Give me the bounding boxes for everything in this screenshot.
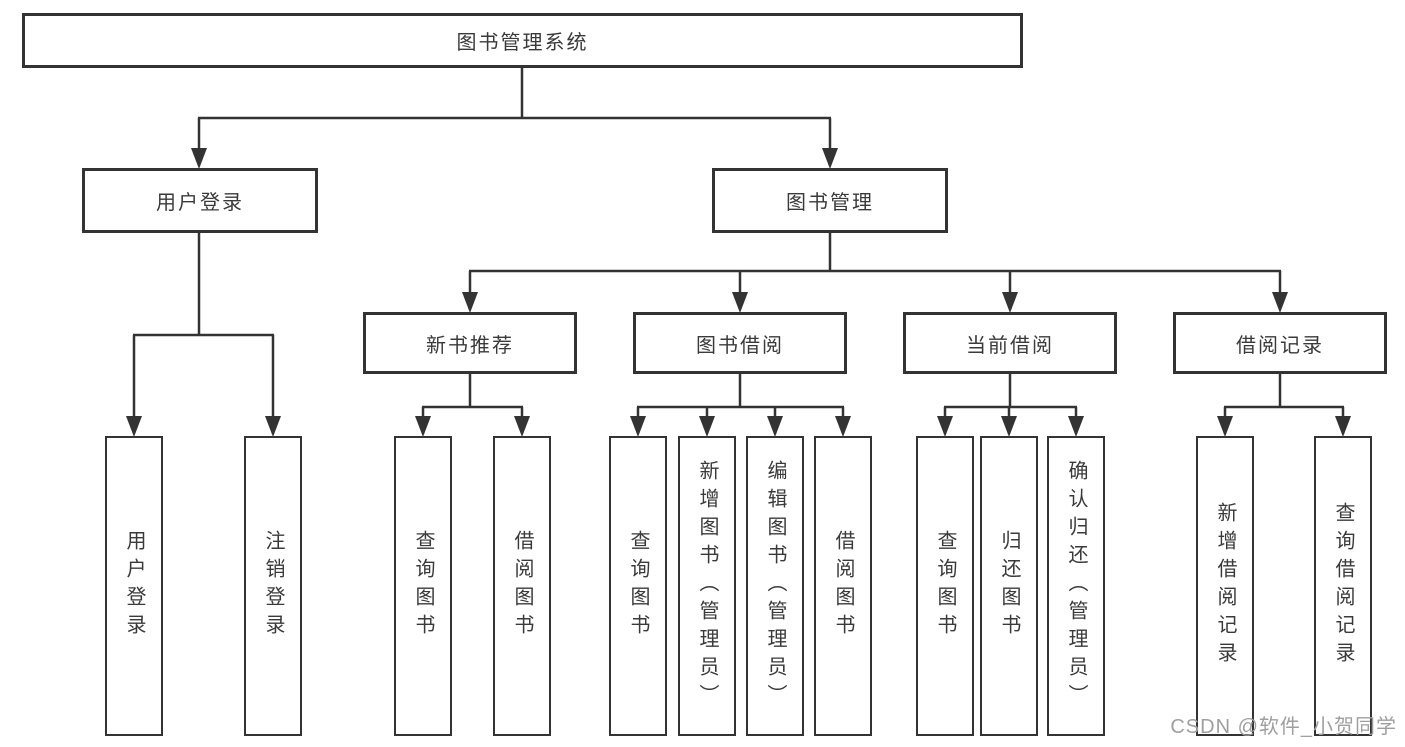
leaf-add-book-admin: 新增图书（管理员）: [678, 436, 736, 736]
leaf-add-borrow-record: 新增借阅记录: [1196, 436, 1254, 736]
leaf-label: 编辑图书（管理员）: [764, 460, 786, 712]
leaf-label: 用户登录: [123, 530, 145, 642]
node-library-management-system: 图书管理系统: [22, 13, 1023, 68]
csdn-watermark: CSDN @软件_小贺同学: [1170, 716, 1397, 738]
node-user-login: 用户登录: [82, 168, 318, 233]
leaf-label: 查询图书: [934, 530, 956, 642]
leaf-label: 新增借阅记录: [1214, 502, 1236, 670]
node-book-borrowing: 图书借阅: [633, 312, 847, 374]
leaf-return-books: 归还图书: [980, 436, 1038, 736]
leaf-label: 借阅图书: [832, 530, 854, 642]
node-book-management: 图书管理: [712, 168, 948, 233]
leaf-user-login: 用户登录: [105, 436, 163, 736]
leaf-label: 注销登录: [262, 530, 284, 642]
node-borrowing-records: 借阅记录: [1173, 312, 1387, 374]
leaf-label: 借阅图书: [511, 530, 533, 642]
leaf-borrow-books-recommend: 借阅图书: [493, 436, 551, 736]
node-current-borrowing: 当前借阅: [903, 312, 1117, 374]
leaf-query-books-recommend: 查询图书: [394, 436, 452, 736]
leaf-label: 新增图书（管理员）: [696, 460, 718, 712]
leaf-label: 查询图书: [412, 530, 434, 642]
node-new-book-recommend: 新书推荐: [363, 312, 577, 374]
leaf-query-books-current: 查询图书: [916, 436, 974, 736]
arrowheads: [126, 148, 1351, 437]
leaf-label: 确认归还（管理员）: [1065, 460, 1087, 712]
leaf-borrow-books-borrowing: 借阅图书: [814, 436, 872, 736]
leaf-label: 查询借阅记录: [1332, 502, 1354, 670]
leaf-logout: 注销登录: [244, 436, 302, 736]
leaf-confirm-return-admin: 确认归还（管理员）: [1047, 436, 1105, 736]
leaf-label: 归还图书: [998, 530, 1020, 642]
leaf-query-books-borrowing: 查询图书: [609, 436, 667, 736]
leaf-edit-book-admin: 编辑图书（管理员）: [746, 436, 804, 736]
leaf-query-borrow-record: 查询借阅记录: [1314, 436, 1372, 736]
leaf-label: 查询图书: [627, 530, 649, 642]
